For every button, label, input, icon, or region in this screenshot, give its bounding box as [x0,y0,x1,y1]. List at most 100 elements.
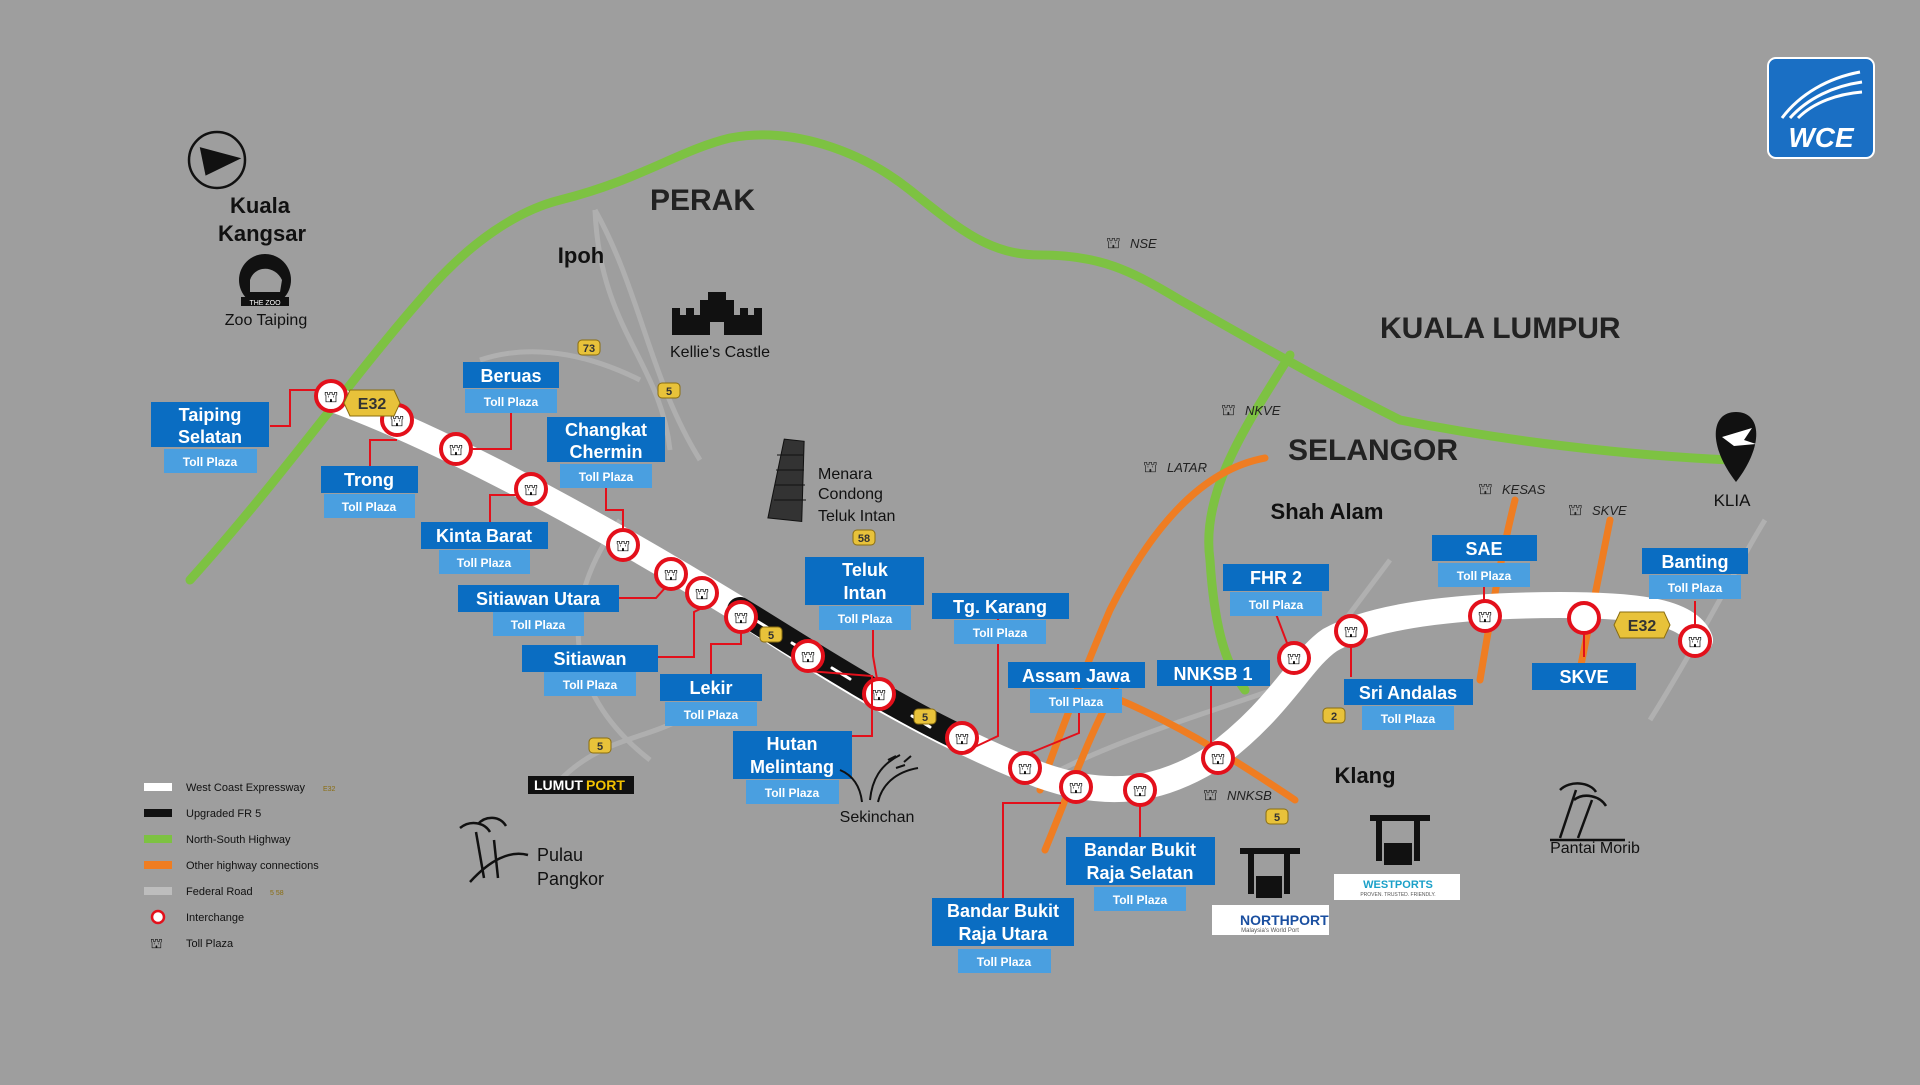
interchange-bandar-bukit-raja-utara[interactable]: ⛫ [1059,770,1093,804]
svg-text:⛫: ⛫ [449,442,464,459]
toll-label-bandar-bukit-raja-selatan[interactable]: Bandar Bukit Raja Selatan Toll Plaza [1066,837,1215,911]
svg-text:E32: E32 [1628,618,1657,635]
interchange-kinta-barat[interactable]: ⛫ [514,472,548,506]
svg-text:⛫: ⛫ [695,586,710,603]
svg-text:LATAR: LATAR [1167,460,1207,475]
highway-tags: ⛫NSE ⛫NKVE ⛫LATAR ⛫KESAS ⛫SKVE ⛫NNKSB [1106,235,1627,804]
svg-text:⛫: ⛫ [1287,651,1302,668]
svg-text:Toll Plaza: Toll Plaza [1049,695,1104,709]
svg-text:KESAS: KESAS [1502,482,1546,497]
interchange-sitiawan-utara[interactable]: ⛫ [654,557,688,591]
interchange-skve[interactable] [1567,601,1601,635]
palm-beach-icon [1550,782,1625,842]
interchange-fhr-2[interactable]: ⛫ [1277,641,1311,675]
toll-label-trong[interactable]: Trong Toll Plaza [321,466,418,518]
toll-label-nnksb-1[interactable]: NNKSB 1 [1157,660,1270,686]
interchange-taiping-selatan[interactable]: ⛫ [314,379,348,413]
toll-label-banting[interactable]: Banting Toll Plaza [1642,548,1748,599]
toll-label-sitiawan-utara[interactable]: Sitiawan Utara Toll Plaza [458,585,619,636]
svg-text:73: 73 [583,343,595,355]
route-73-badge: 73 [577,339,601,356]
svg-text:⛫: ⛫ [664,567,679,584]
interchange-hutan-melintang[interactable]: ⛫ [791,639,825,673]
toll-label-beruas[interactable]: Beruas Toll Plaza [463,362,559,413]
toll-label-fhr-2[interactable]: FHR 2 Toll Plaza [1223,564,1329,616]
interchange-sri-andalas[interactable]: ⛫ [1334,614,1368,648]
legend-item: Upgraded FR 5 [144,808,261,820]
place-ipoh: Ipoh [558,243,604,268]
svg-text:THE ZOO: THE ZOO [249,300,281,307]
toll-label-tg-karang[interactable]: Tg. Karang Toll Plaza [932,593,1069,644]
toll-label-bandar-bukit-raja-utara[interactable]: Bandar Bukit Raja Utara Toll Plaza [932,898,1074,973]
toll-labels: Taiping Selatan Toll Plaza Trong Toll Pl… [151,362,1748,973]
place-sekinchan: Sekinchan [840,809,915,826]
svg-text:⛫: ⛫ [1478,609,1493,626]
northport-logo: NORTHPORT Malaysia's World Port [1212,905,1329,935]
island-palm-icon [459,816,529,883]
svg-text:⛫: ⛫ [524,482,539,499]
interchange-bandar-bukit-raja-selatan[interactable]: ⛫ [1123,773,1157,807]
toll-label-lekir[interactable]: Lekir Toll Plaza [660,674,762,726]
interchange-assam-jawa[interactable]: ⛫ [1008,751,1042,785]
place-pulau-pangkor: Pangkor [537,869,604,889]
svg-text:⛫: ⛫ [1133,783,1148,800]
svg-text:NNKSB 1: NNKSB 1 [1173,664,1252,684]
svg-text:Toll Plaza: Toll Plaza [511,618,566,632]
route-badges: 73 5 58 5 5 5 2 5 [577,339,1346,825]
place-menara-condong: Teluk Intan [818,508,895,525]
svg-text:⛫: ⛫ [1478,481,1493,498]
svg-text:Toll Plaza: Toll Plaza [765,786,820,800]
place-labels: Kuala Kangsar Zoo Taiping Ipoh Kellie's … [218,193,1751,889]
interchange-banting[interactable]: ⛫ [1678,624,1712,658]
svg-text:⛫: ⛫ [1203,787,1218,804]
interchange-lekir[interactable]: ⛫ [724,600,758,634]
region-kuala-lumpur: KUALA LUMPUR [1380,312,1621,345]
toll-label-kinta-barat[interactable]: Kinta Barat Toll Plaza [421,522,548,574]
svg-text:Toll Plaza: Toll Plaza [1113,893,1168,907]
svg-text:⛫: ⛫ [872,687,887,704]
svg-text:Toll Plaza: Toll Plaza [484,395,539,409]
interchange-changkat-chermin[interactable]: ⛫ [606,528,640,562]
svg-text:SKVE: SKVE [1559,667,1608,687]
toll-label-sae[interactable]: SAE Toll Plaza [1432,535,1537,587]
svg-text:Toll Plaza: Toll Plaza [973,626,1028,640]
svg-text:Toll Plaza: Toll Plaza [1381,712,1436,726]
svg-text:Federal Road: Federal Road [186,886,253,898]
svg-text:Malaysia's World Port: Malaysia's World Port [1241,928,1299,934]
toll-label-assam-jawa[interactable]: Assam Jawa Toll Plaza [1008,662,1145,713]
toll-label-hutan-melintang[interactable]: Hutan Melintang Toll Plaza [733,731,852,804]
svg-text:⛫: ⛫ [801,649,816,666]
airport-pin-icon[interactable] [1715,412,1757,482]
svg-text:Sitiawan Utara: Sitiawan Utara [476,589,601,609]
route-2-badge: 2 [1322,707,1346,724]
toll-label-sitiawan[interactable]: Sitiawan Toll Plaza [522,645,658,696]
toll-label-skve[interactable]: SKVE [1532,663,1636,690]
toll-label-sri-andalas[interactable]: Sri Andalas Toll Plaza [1344,679,1473,730]
svg-text:FHR 2: FHR 2 [1250,568,1302,588]
svg-text:Toll Plaza: Toll Plaza [838,612,893,626]
legend-item: North-South Highway [144,834,291,846]
svg-text:NSE: NSE [1130,236,1157,251]
svg-text:Toll Plaza: Toll Plaza [183,455,238,469]
legend-item: Other highway connections [144,860,319,872]
toll-label-teluk-intan[interactable]: Teluk Intan Toll Plaza [805,557,924,630]
toll-label-taiping-selatan[interactable]: Taiping Selatan Toll Plaza [151,402,269,473]
svg-text:2: 2 [1331,711,1337,723]
interchange-nnksb-1[interactable]: ⛫ [1201,741,1235,775]
interchange-sitiawan[interactable]: ⛫ [685,576,719,610]
highway-tag-nse: ⛫NSE [1106,235,1157,252]
svg-text:⛫: ⛫ [616,538,631,555]
interchange-beruas[interactable]: ⛫ [439,432,473,466]
toll-label-changkat-chermin[interactable]: Changkat Chermin Toll Plaza [547,417,665,488]
svg-text:Hutan: Hutan [767,734,818,754]
route-5-badge: 5 [759,626,783,643]
interchange-sae[interactable]: ⛫ [1468,599,1502,633]
interchange-teluk-intan[interactable]: ⛫ [862,677,896,711]
svg-text:Toll Plaza: Toll Plaza [563,678,618,692]
svg-text:Bandar Bukit: Bandar Bukit [947,901,1059,921]
svg-text:5: 5 [1274,812,1280,824]
svg-text:⛫: ⛫ [390,413,405,430]
